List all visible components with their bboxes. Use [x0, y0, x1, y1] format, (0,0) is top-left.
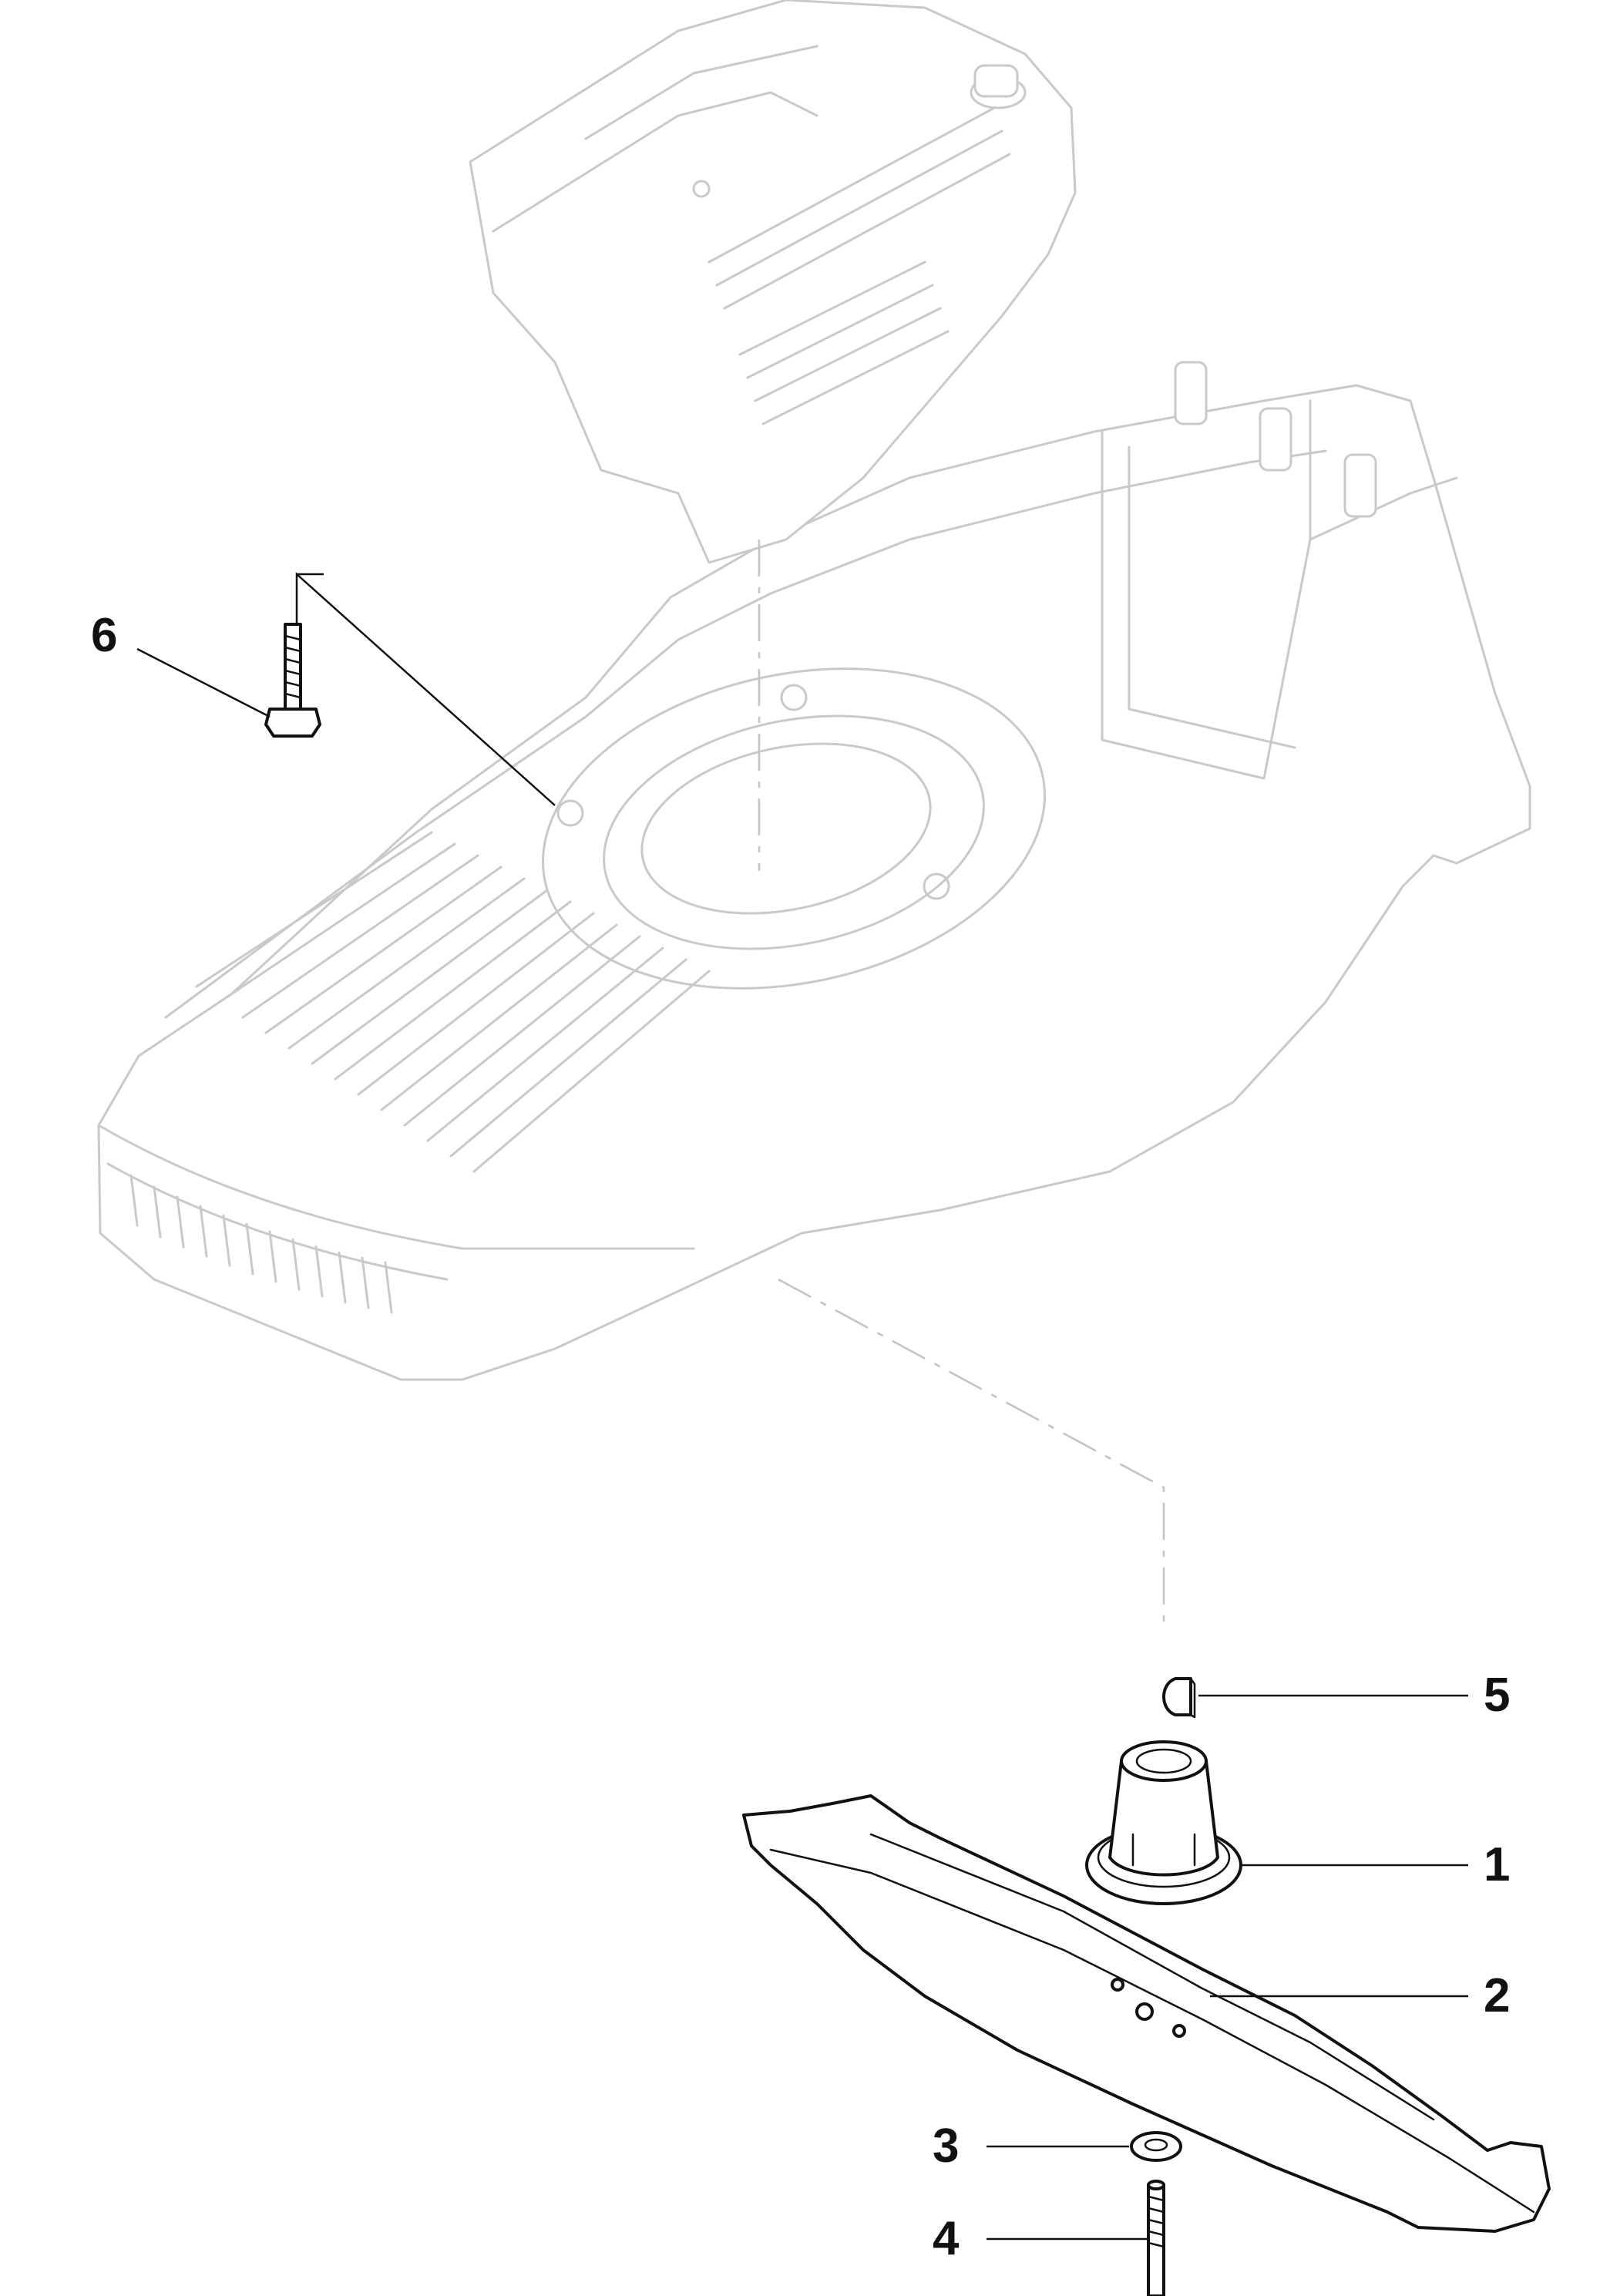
blade-bolt [1147, 2180, 1165, 2296]
callout-3: 3 [933, 2120, 959, 2173]
callout-1: 1 [1484, 1838, 1510, 1891]
engine-ghost [469, 0, 1077, 564]
mower-deck-ghost [97, 361, 1531, 1381]
callout-4: 4 [933, 2212, 960, 2265]
callout-5: 5 [1484, 1669, 1510, 1722]
screw [264, 623, 321, 738]
rear-vents-ghost [129, 1174, 393, 1314]
leader-6 [136, 647, 271, 718]
key [1162, 1677, 1196, 1719]
blade [742, 1794, 1551, 2233]
callout-2: 2 [1484, 1969, 1510, 2022]
washer [1130, 2131, 1182, 2162]
blade-adapter [1085, 1740, 1242, 1905]
leader-6-branch [295, 572, 556, 806]
deck-ribs-ghost [195, 831, 711, 1173]
callout-6: 6 [91, 609, 117, 662]
axis-lines [758, 540, 1165, 1626]
